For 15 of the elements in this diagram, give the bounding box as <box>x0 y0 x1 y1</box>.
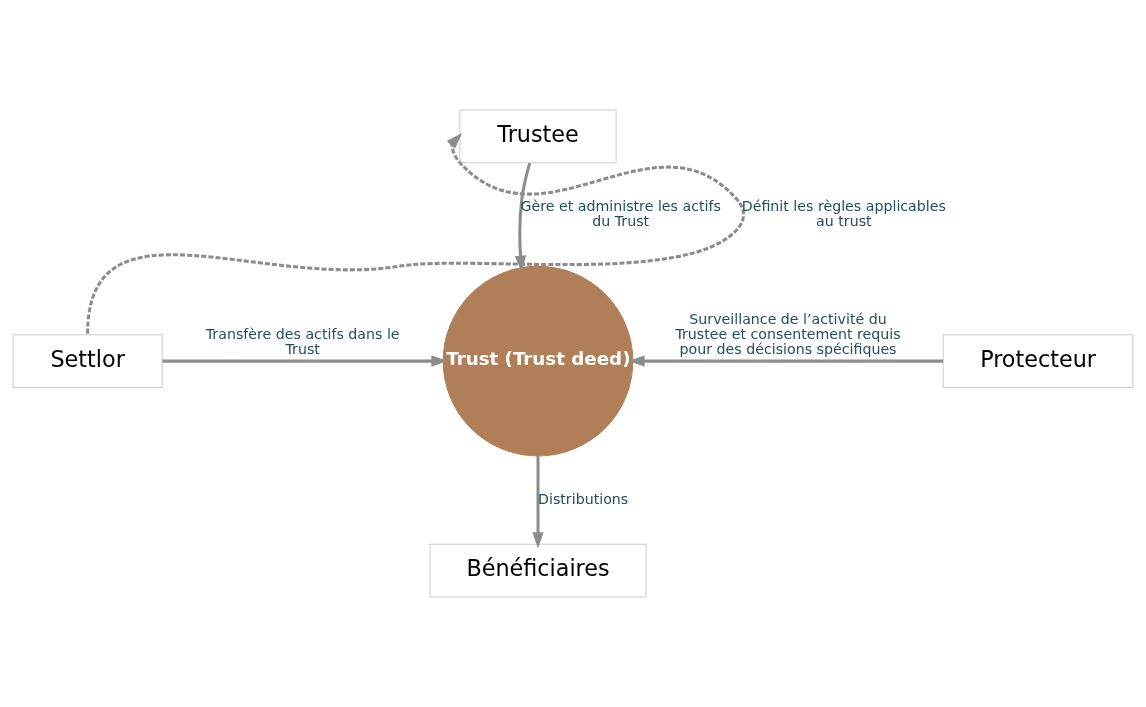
node-box: Trustee <box>459 109 617 164</box>
arrow <box>162 355 448 367</box>
edge-label: Distributions <box>538 490 629 507</box>
node-circle: Trust (Trust deed) <box>442 265 634 457</box>
edge-label: Gère et administre les actifs du Trust <box>520 197 721 229</box>
node-box: Settlor <box>12 334 163 388</box>
arrow <box>86 133 745 334</box>
node-box: Bénéficiaires <box>429 543 647 598</box>
edge-label: Transfère des actifs dans le Trust <box>205 325 400 358</box>
edge-label: Surveillance de l’activité du Trustee et consentement requis pour des décisions spécifiques <box>675 310 901 358</box>
arrow <box>628 355 944 367</box>
edge-label: Définit les règles applicables au trust <box>741 197 946 229</box>
node-box: Protecteur <box>942 334 1134 388</box>
arrow <box>514 162 532 272</box>
arrow <box>532 456 544 549</box>
